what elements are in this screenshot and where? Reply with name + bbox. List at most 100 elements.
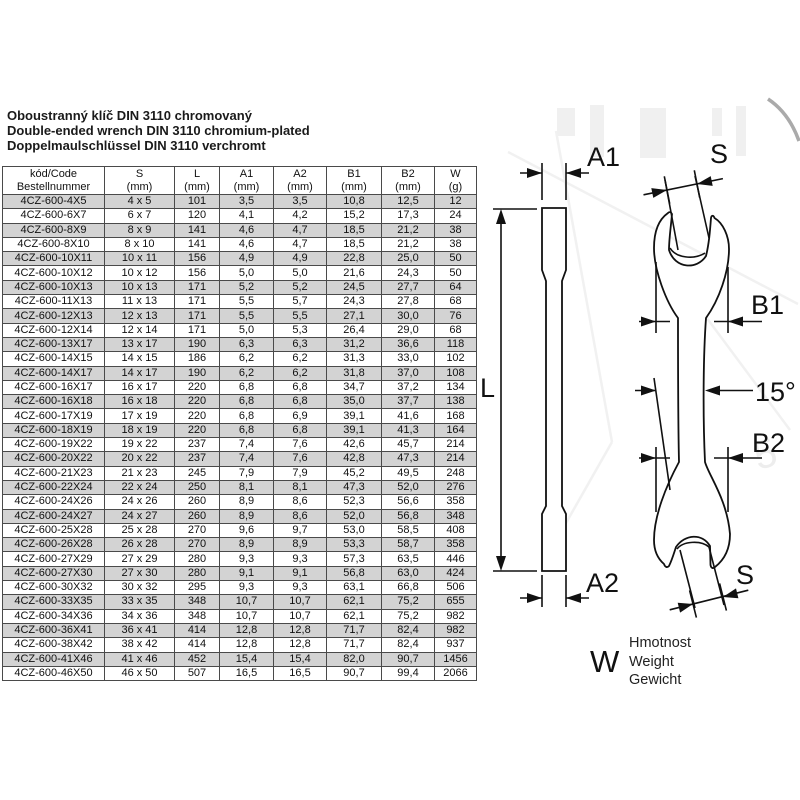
dim-b1-arrow-left	[641, 316, 656, 327]
dim-angle-arrow-left	[641, 385, 656, 396]
table-cell: 156	[174, 251, 220, 267]
dim-a1-arrow-right	[566, 168, 581, 178]
dim-b2-arrow-left	[641, 453, 656, 463]
table-cell: 4CZ-600-26X28	[2, 537, 105, 553]
table-cell: 17,3	[381, 208, 435, 224]
table-cell: 4CZ-600-4X5	[2, 193, 105, 210]
table-cell: 53,3	[326, 537, 382, 553]
table-cell: 8,9	[219, 537, 274, 553]
table-cell: 71,7	[326, 622, 382, 639]
table-cell: 12,8	[219, 622, 274, 639]
table-cell: 12,5	[381, 193, 435, 210]
label-b2: B2	[752, 428, 785, 458]
table-cell: 655	[434, 594, 477, 610]
label-weight-en: Weight	[629, 654, 674, 670]
table-header-cell: B1(mm)	[326, 166, 382, 195]
table-cell: 4CZ-600-33X35	[2, 594, 105, 610]
label-a1: A1	[587, 142, 620, 172]
table-cell: 9,1	[219, 565, 274, 582]
dim-s-bottom-arrow-right	[723, 588, 739, 599]
table-cell: 38	[434, 222, 477, 238]
table-cell: 3,5	[273, 193, 327, 210]
table-cell: 58,7	[381, 537, 435, 553]
table-cell: 47,3	[381, 451, 435, 467]
table-header-cell: L(mm)	[174, 166, 220, 195]
table-cell: 4,6	[219, 222, 274, 238]
table-cell: 4CZ-600-8X9	[2, 222, 105, 238]
label-w: W	[590, 644, 620, 679]
table-header-cell: B2(mm)	[381, 166, 435, 195]
table-cell: 220	[174, 394, 220, 410]
table-cell: 38	[434, 236, 477, 253]
table-cell: 270	[174, 537, 220, 553]
label-b1: B1	[751, 290, 784, 320]
table-cell: 348	[434, 508, 477, 524]
table-cell: 4CZ-600-10X11	[2, 251, 105, 267]
table-cell: 36,6	[381, 336, 435, 353]
jaw-seat-top	[669, 247, 706, 258]
title-line-en: Double-ended wrench DIN 3110 chromium-pl…	[7, 123, 310, 138]
dim-l	[493, 208, 537, 572]
table-cell: 3,5	[219, 193, 274, 210]
dim-a1-arrow-left	[527, 168, 542, 178]
table-cell: 8 x 9	[104, 222, 175, 238]
table-cell: 21,2	[381, 222, 435, 238]
table-cell: 12	[434, 193, 477, 210]
table-cell: 4CZ-600-8X10	[2, 236, 105, 253]
table-cell: 7,6	[273, 451, 327, 467]
table-cell: 10,7	[219, 594, 274, 610]
table-cell: 4,6	[219, 236, 274, 253]
table-cell: 190	[174, 336, 220, 353]
label-s-bottom: S	[736, 560, 754, 590]
table-cell: 4CZ-600-10X13	[2, 279, 105, 296]
table-cell: 10,8	[326, 193, 382, 210]
table-cell: 4CZ-600-16X18	[2, 394, 105, 410]
label-weight-de: Gewicht	[629, 672, 681, 688]
table-cell: 4CZ-600-41X46	[2, 651, 105, 667]
nut-shank-bottom	[679, 546, 725, 609]
table-cell: 42,8	[326, 451, 382, 467]
label-s-top: S	[710, 139, 728, 169]
table-cell: 16,5	[273, 665, 327, 682]
table-cell: 18 x 19	[104, 422, 175, 439]
dim-b1-arrow-right	[728, 316, 743, 327]
table-cell: 47,3	[326, 479, 382, 496]
dim-a2-arrow-left	[527, 593, 542, 603]
table-cell: 4CZ-600-36X41	[2, 622, 105, 639]
table-cell: 118	[434, 336, 477, 353]
dim-l-arrow-up	[496, 209, 506, 224]
table-cell: 141	[174, 222, 220, 238]
table-cell: 171	[174, 308, 220, 324]
dim-s-bottom-arrow-left	[677, 602, 693, 613]
table-cell: 280	[174, 565, 220, 582]
table-cell: 41 x 46	[104, 651, 175, 667]
table-cell: 27,1	[326, 308, 382, 324]
table-cell: 50	[434, 251, 477, 267]
table-cell: 52,0	[381, 479, 435, 496]
dim-a1	[520, 163, 589, 200]
table-cell: 5,5	[273, 308, 327, 324]
label-angle: 15°	[755, 377, 796, 407]
table-cell: 27,7	[381, 279, 435, 296]
jaw-seat-bottom	[676, 541, 710, 550]
table-cell: 138	[434, 394, 477, 410]
